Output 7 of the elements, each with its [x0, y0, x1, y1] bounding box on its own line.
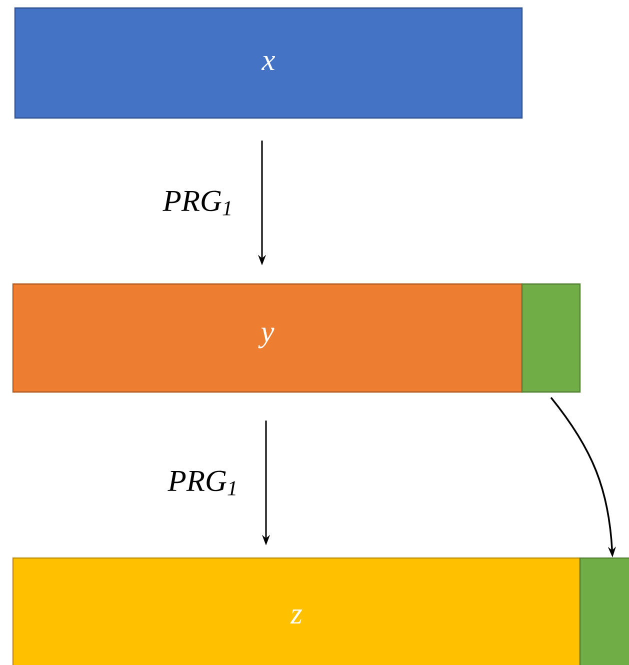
variable-bar: y [12, 283, 523, 393]
edge-label: PRG$_{1}$ [168, 470, 236, 496]
bar-segment [579, 557, 629, 665]
edge-label: PRG$_{1}$ [162, 190, 230, 216]
variable-bar: z [12, 557, 581, 665]
variable-bar: x [14, 7, 523, 119]
bar-segment [521, 283, 581, 393]
